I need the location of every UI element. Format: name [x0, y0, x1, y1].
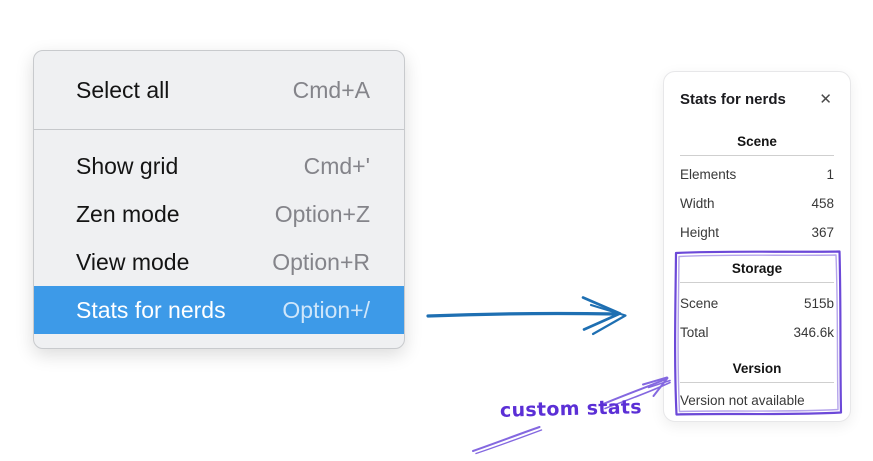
- menu-item-show-grid[interactable]: Show grid Cmd+': [34, 142, 404, 190]
- stat-label: Height: [680, 225, 720, 240]
- context-menu-group-bottom: Show grid Cmd+' Zen mode Option+Z View m…: [34, 130, 404, 348]
- stats-panel-title: Stats for nerds: [680, 90, 786, 108]
- context-menu: Select all Cmd+A Show grid Cmd+' Zen mod…: [33, 50, 405, 349]
- menu-item-zen-mode[interactable]: Zen mode Option+Z: [34, 190, 404, 238]
- menu-item-stats-for-nerds[interactable]: Stats for nerds Option+/: [34, 286, 404, 334]
- menu-item-shortcut: Option+R: [272, 248, 370, 275]
- menu-item-shortcut: Option+Z: [274, 200, 370, 227]
- menu-item-shortcut: Cmd+A: [292, 76, 370, 103]
- menu-item-label: Select all: [76, 76, 170, 103]
- version-note: Version not available: [680, 387, 834, 414]
- menu-item-shortcut: Cmd+': [303, 152, 370, 179]
- section-title-scene: Scene: [737, 134, 777, 149]
- stat-value: 367: [811, 225, 834, 240]
- stat-value: 458: [811, 196, 834, 211]
- stat-value: 346.6k: [793, 325, 834, 340]
- close-icon[interactable]: ✕: [819, 90, 832, 108]
- stat-row-elements: Elements 1: [680, 160, 834, 189]
- custom-stats-underline-stroke: [472, 426, 543, 455]
- scene-rows: Elements 1 Width 458 Height 367: [680, 160, 834, 247]
- section-rule: [680, 382, 834, 383]
- menu-item-label: Zen mode: [76, 200, 180, 227]
- context-menu-group-top: Select all Cmd+A: [34, 51, 404, 129]
- stat-label: Total: [680, 325, 709, 340]
- section-title-version: Version: [732, 361, 782, 376]
- menu-item-select-all[interactable]: Select all Cmd+A: [34, 62, 404, 118]
- section-rule: [680, 155, 834, 156]
- menu-item-view-mode[interactable]: View mode Option+R: [34, 238, 404, 286]
- stat-row-total-storage: Total 346.6k: [680, 318, 834, 347]
- stat-row-height: Height 367: [680, 218, 834, 247]
- stats-panel-header: Stats for nerds ✕: [680, 86, 834, 112]
- stat-label: Scene: [680, 296, 719, 311]
- section-rule: [680, 282, 834, 283]
- storage-rows: Scene 515b Total 346.6k: [680, 289, 834, 347]
- section-title-storage: Storage: [731, 261, 783, 276]
- menu-separator: [34, 129, 404, 130]
- menu-item-label: Stats for nerds: [76, 296, 226, 323]
- menu-item-label: View mode: [76, 248, 190, 275]
- stat-row-width: Width 458: [680, 189, 834, 218]
- stat-row-scene-storage: Scene 515b: [680, 289, 834, 318]
- stat-value: 515b: [803, 296, 834, 311]
- menu-item-shortcut: Option+/: [282, 296, 370, 323]
- blue-arrow: [426, 296, 627, 336]
- stats-panel: Stats for nerds ✕ Scene Elements 1 Width…: [663, 71, 851, 422]
- stat-label: Elements: [680, 167, 737, 182]
- stat-value: 1: [826, 167, 834, 182]
- custom-stats-label: custom stats: [499, 396, 643, 422]
- menu-item-label: Show grid: [76, 152, 179, 179]
- stat-label: Width: [680, 196, 715, 211]
